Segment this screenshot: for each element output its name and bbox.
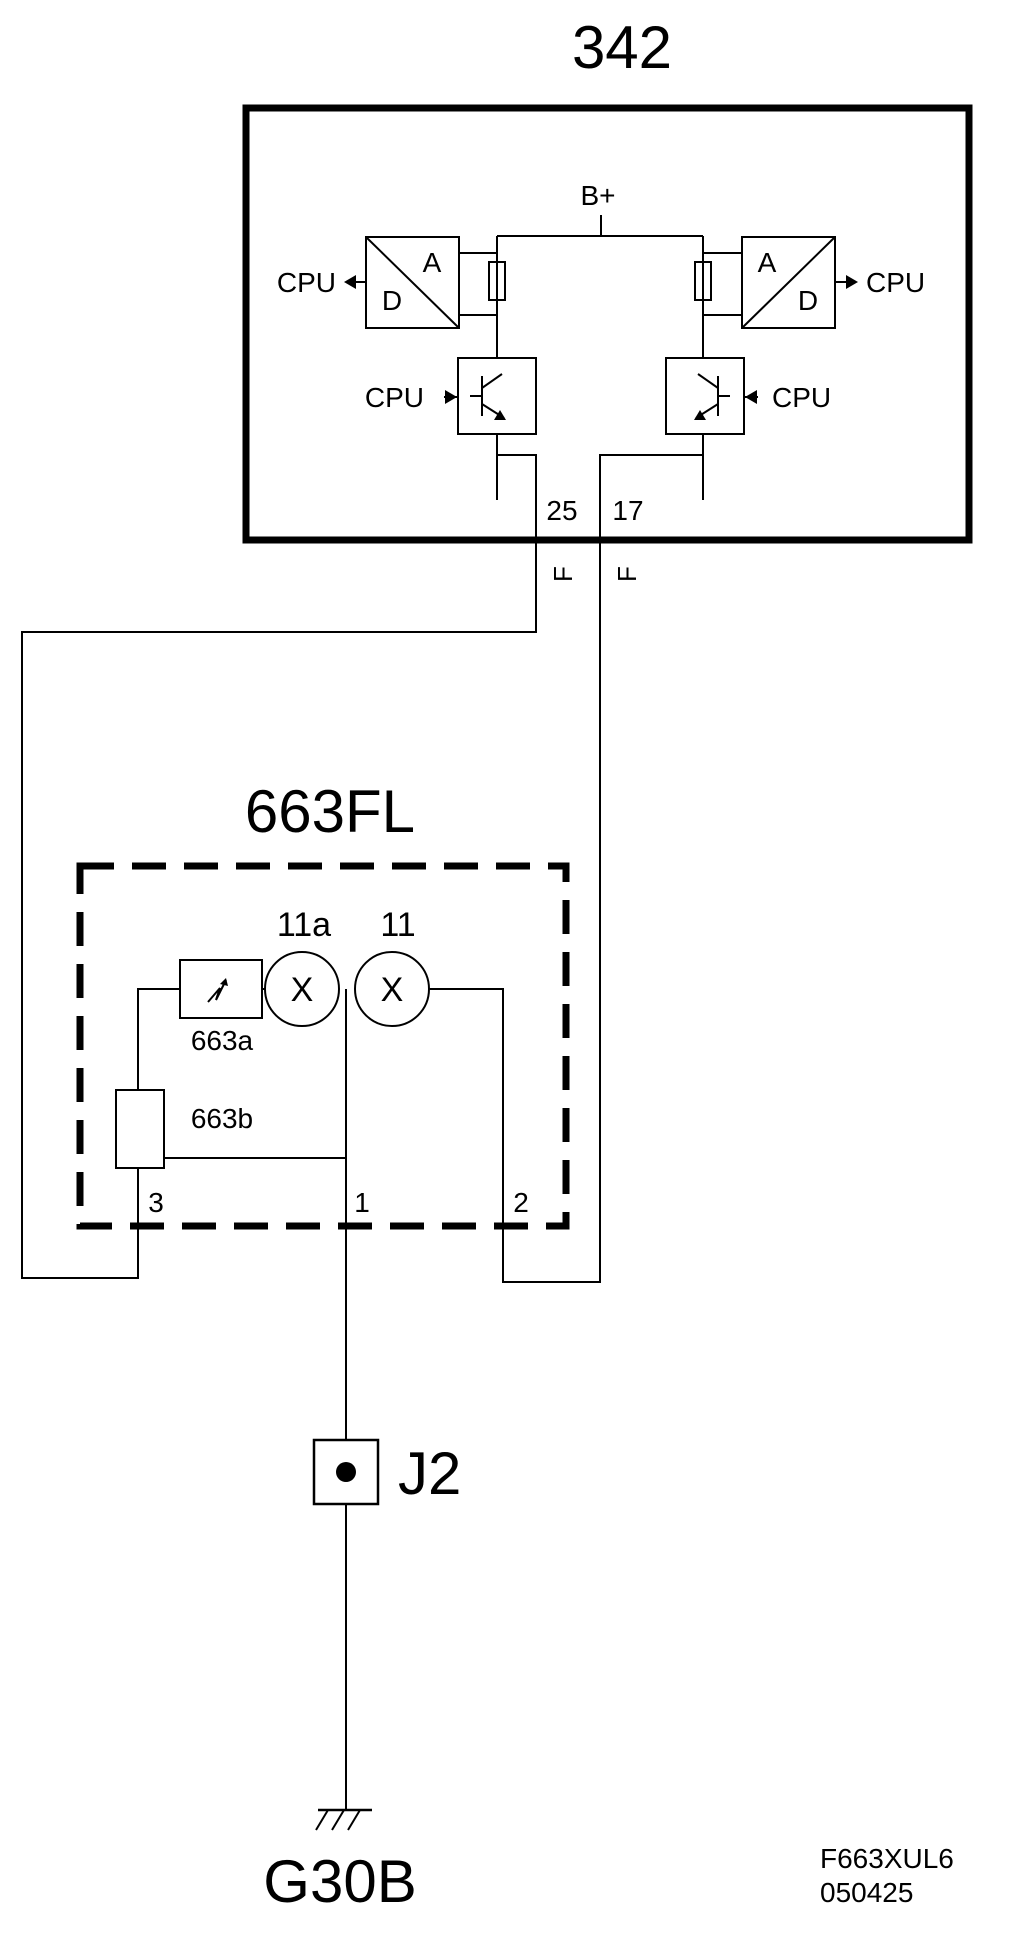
diagram-ref: F663XUL6 — [820, 1843, 954, 1874]
arrow-in-right-icon — [745, 390, 757, 404]
cpu-label-adc-right: CPU — [866, 267, 925, 298]
wire-pin-25-to-pin-3 — [21, 540, 537, 1279]
adc-right-a: A — [758, 247, 777, 278]
supply-label: B+ — [580, 180, 615, 211]
bulb-11: X — [354, 951, 430, 1027]
bulb-11-label: 11 — [380, 906, 415, 944]
supply-rail — [496, 215, 704, 500]
pin-2-label: 2 — [513, 1187, 529, 1218]
bulb-11a: X — [264, 951, 340, 1027]
component-663b-label: 663b — [191, 1103, 253, 1134]
wire-bulb11-pin2 — [429, 988, 504, 1224]
adc-right-d: D — [798, 285, 818, 316]
cpu-label-adc-left: CPU — [277, 267, 336, 298]
bulb-11-mark: X — [381, 971, 404, 1009]
adc-left-d: D — [382, 285, 402, 316]
cpu-label-drive-right: CPU — [772, 382, 831, 413]
wire-pin-17-to-pin-2 — [502, 540, 601, 1283]
ground-icon — [315, 1808, 372, 1831]
component-663a-label: 663a — [191, 1025, 254, 1056]
ground-g30b-label: G30B — [263, 1848, 416, 1915]
pin-17-label: 17 — [612, 495, 643, 526]
pin-25-label: 25 — [546, 495, 577, 526]
pin-3-label: 3 — [148, 1187, 164, 1218]
junction-dot-icon — [336, 1462, 356, 1482]
transistor-right — [665, 357, 745, 435]
wire-pin-17-internal — [599, 434, 704, 540]
adc-left: A D — [365, 236, 460, 329]
wire-pin-25-internal — [496, 434, 537, 626]
adc-right-tap — [703, 252, 742, 316]
arrow-left-icon — [344, 275, 356, 289]
wire-663a-663b — [137, 988, 180, 1090]
adc-right: A D — [741, 236, 836, 329]
transistor-left — [457, 357, 537, 435]
adc-left-a: A — [423, 247, 442, 278]
adc-left-tap — [459, 252, 497, 316]
bulb-11a-label: 11a — [277, 906, 331, 944]
connector-right-f: F — [612, 566, 642, 582]
diagram-date: 050425 — [820, 1877, 913, 1908]
arrow-right-icon — [846, 275, 858, 289]
ecu-box — [242, 104, 973, 544]
bulb-11a-mark: X — [291, 971, 314, 1009]
component-663a — [179, 959, 263, 1019]
pin-1-label: 1 — [354, 1187, 370, 1218]
ecu-title: 342 — [572, 14, 672, 81]
lamp-unit-box — [76, 862, 570, 1230]
connector-left-f: F — [548, 566, 578, 582]
lamp-unit-title: 663FL — [245, 778, 415, 845]
cpu-label-drive-left: CPU — [365, 382, 424, 413]
junction-j2-label: J2 — [398, 1440, 461, 1507]
arrow-in-left-icon — [445, 390, 457, 404]
component-663b — [115, 1089, 165, 1169]
